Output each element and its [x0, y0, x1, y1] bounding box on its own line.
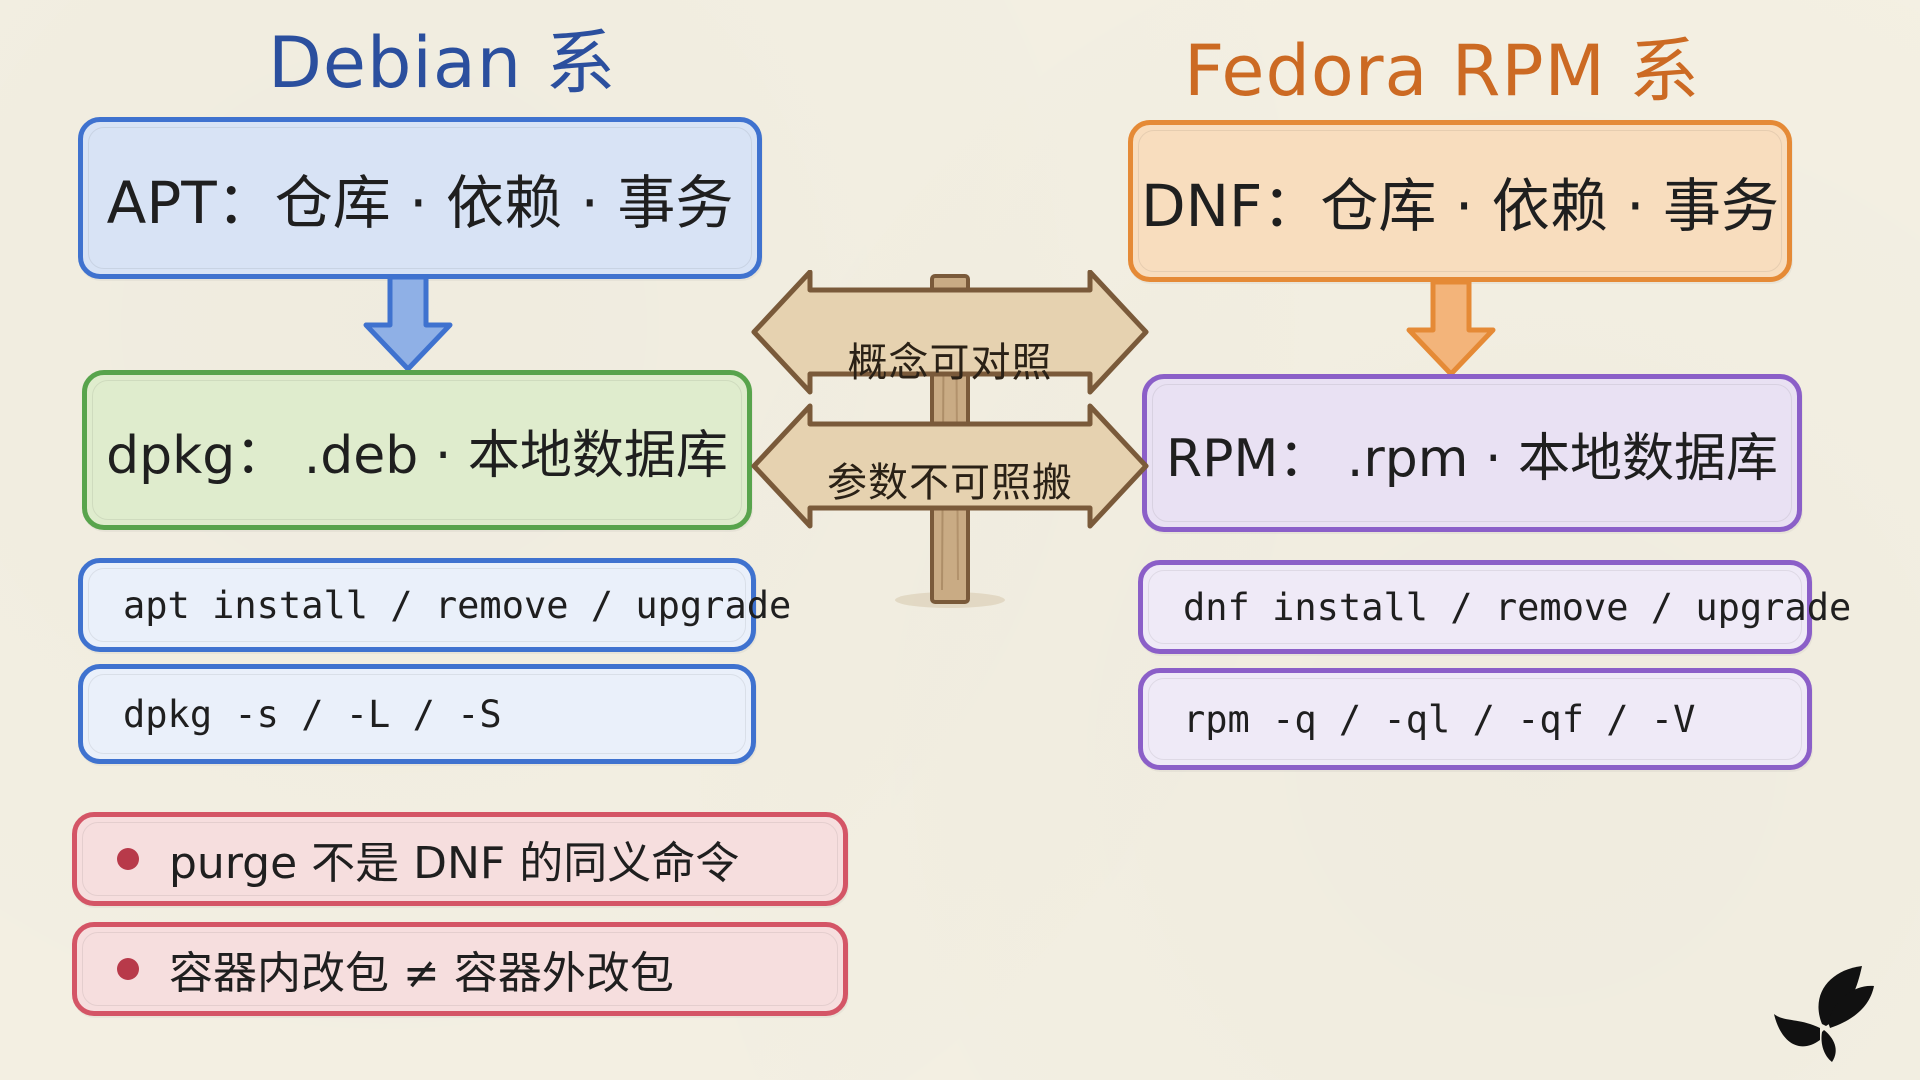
- note-container-text: 容器内改包 ≠ 容器外改包: [169, 948, 674, 999]
- arrow-down-icon: [1406, 280, 1496, 377]
- signpost-bottom-label: 参数不可照搬: [827, 460, 1073, 506]
- bullet-dot-icon: [117, 848, 139, 870]
- dnf-command-box: dnf install / remove / upgrade: [1138, 560, 1851, 654]
- note-purge-text: purge 不是 DNF 的同义命令: [169, 838, 740, 889]
- signpost-top-label: 概念可对照: [847, 340, 1053, 386]
- apt-command-box: apt install / remove / upgrade: [78, 558, 791, 652]
- butterfly-icon: [1774, 966, 1874, 1062]
- fedora-heading: Fedora RPM 系: [1184, 30, 1701, 112]
- rpm-command: rpm -q / -ql / -qf / -V: [1183, 697, 1696, 741]
- apt-command: apt install / remove / upgrade: [123, 583, 792, 627]
- rpm-command-box: rpm -q / -ql / -qf / -V: [1138, 668, 1812, 770]
- dpkg-command: dpkg -s / -L / -S: [123, 692, 502, 736]
- dnf-command: dnf install / remove / upgrade: [1183, 585, 1852, 629]
- dnf-label: DNF：仓库 · 依赖 · 事务: [1140, 172, 1780, 240]
- dnf-box: DNF：仓库 · 依赖 · 事务: [1128, 120, 1792, 282]
- signpost-icon: [751, 270, 1149, 608]
- rpm-label: RPM： .rpm · 本地数据库: [1165, 428, 1779, 489]
- bullet-dot-icon: [117, 958, 139, 980]
- note-container: 容器内改包 ≠ 容器外改包: [72, 922, 848, 1016]
- apt-label: APT：仓库 · 依赖 · 事务: [106, 169, 734, 237]
- dpkg-box: dpkg： .deb · 本地数据库: [82, 370, 752, 530]
- dpkg-command-box: dpkg -s / -L / -S: [78, 664, 756, 764]
- arrow-down-icon: [363, 275, 453, 372]
- debian-heading: Debian 系: [268, 22, 617, 104]
- rpm-box: RPM： .rpm · 本地数据库: [1142, 374, 1802, 532]
- apt-box: APT：仓库 · 依赖 · 事务: [78, 117, 762, 279]
- dpkg-label: dpkg： .deb · 本地数据库: [106, 425, 728, 486]
- note-purge: purge 不是 DNF 的同义命令: [72, 812, 848, 906]
